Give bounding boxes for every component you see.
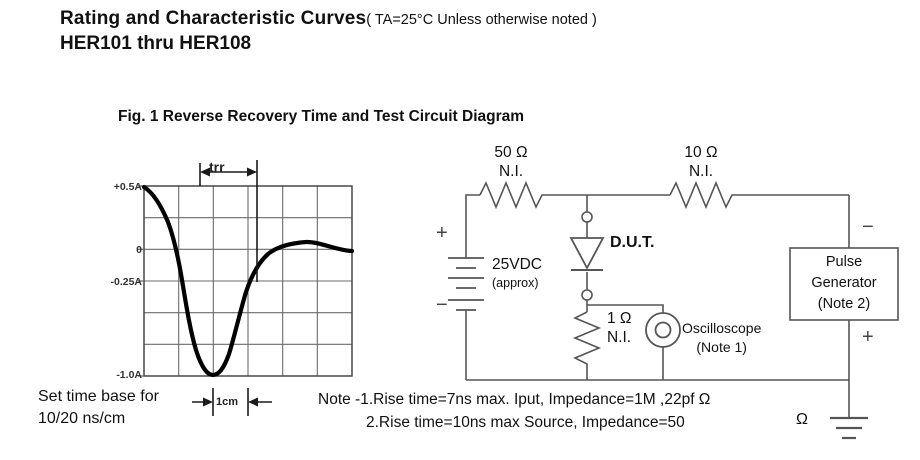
pulse-generator-line2: Generator: [811, 275, 877, 291]
one-cm-measure: [192, 388, 272, 416]
header-title-line: Rating and Characteristic Curves( TA=25°…: [60, 8, 880, 31]
circuit-notes: Note -1.Rise time=7ns max. Iput, Impedan…: [318, 388, 710, 434]
cm-right-arrowhead: [248, 397, 258, 407]
resistor-10ohm-note: N.I.: [688, 163, 714, 180]
y-axis-label-1: 0: [136, 244, 142, 256]
trr-right-arrowhead: [247, 167, 257, 177]
note-trailing-omega: Ω: [796, 411, 808, 428]
note-line-2: 2.Rise time=10ns max Source, Impedance=5…: [366, 414, 685, 431]
battery-plus-sign: +: [436, 222, 448, 244]
oscilloscope-label: Oscilloscope (Note 1): [682, 319, 761, 357]
trr-annotation-label: trr: [209, 159, 225, 175]
pulse-generator-line3: (Note 2): [817, 296, 871, 312]
dut-bottom-terminal: [581, 289, 593, 301]
battery-symbol: [448, 257, 484, 311]
header-condition-note: ( TA=25°C Unless otherwise noted ): [366, 12, 597, 28]
graph-svg: [138, 160, 355, 416]
y-axis-label-3: -1.0A: [116, 369, 142, 381]
pulsegen-minus-sign: −: [862, 216, 874, 238]
one-cm-label: 1cm: [216, 396, 239, 408]
resistor-50ohm-value: 50 Ω: [494, 144, 528, 161]
resistor-1ohm-label: 1 Ω N.I.: [607, 309, 632, 347]
ground-symbol: [830, 416, 868, 440]
battery-minus-sign: −: [436, 294, 448, 316]
pulse-generator-box: [789, 247, 899, 321]
resistor-50ohm-note: N.I.: [498, 163, 524, 180]
pulse-generator-label: Pulse Generator (Note 2): [790, 252, 898, 315]
reverse-recovery-graph: +0.5A 0 -0.25A -1.0A trr 1cm: [0, 0, 400, 460]
cm-left-arrowhead: [203, 397, 213, 407]
resistor-10ohm-label: 10 Ω N.I.: [670, 143, 732, 181]
battery-label: 25VDC (approx): [492, 256, 542, 292]
pulsegen-plus-sign: +: [862, 326, 874, 348]
trr-left-arrowhead: [200, 167, 210, 177]
timebase-caption: Set time base for 10/20 ns/cm: [38, 386, 159, 430]
resistor-1ohm-note: N.I.: [607, 329, 632, 346]
resistor-50ohm-label: 50 Ω N.I.: [480, 143, 542, 181]
pulse-generator-line1: Pulse: [825, 254, 863, 270]
dut-top-terminal: [581, 211, 593, 223]
y-axis-label-2: -0.25A: [110, 276, 142, 288]
resistor-1ohm-value: 1 Ω: [607, 310, 632, 327]
oscilloscope-note: (Note 1): [696, 339, 747, 355]
figure-caption: Fig. 1 Reverse Recovery Time and Test Ci…: [118, 108, 525, 125]
page-title: Rating and Characteristic Curves: [60, 8, 367, 29]
timebase-line-1: Set time base for: [38, 388, 159, 405]
note-line-1: Note -1.Rise time=7ns max. Iput, Impedan…: [318, 391, 711, 408]
battery-approx-note: (approx): [492, 276, 539, 290]
trr-measure-bracket: [199, 160, 258, 282]
dut-diode-symbol: [569, 211, 605, 301]
oscilloscope-symbol: [645, 312, 681, 348]
circuit-wires: [465, 180, 850, 418]
battery-voltage: 25VDC: [492, 256, 542, 273]
page-header: Rating and Characteristic Curves( TA=25°…: [60, 8, 880, 55]
reverse-recovery-curve: [141, 184, 355, 378]
dut-label: D.U.T.: [610, 234, 655, 251]
part-number-range: HER101 thru HER108: [60, 33, 252, 54]
timebase-line-2: 10/20 ns/cm: [38, 410, 126, 427]
y-axis-label-0: +0.5A: [113, 181, 142, 193]
resistor-10ohm-value: 10 Ω: [684, 144, 718, 161]
oscilloscope-name: Oscilloscope: [682, 320, 762, 336]
